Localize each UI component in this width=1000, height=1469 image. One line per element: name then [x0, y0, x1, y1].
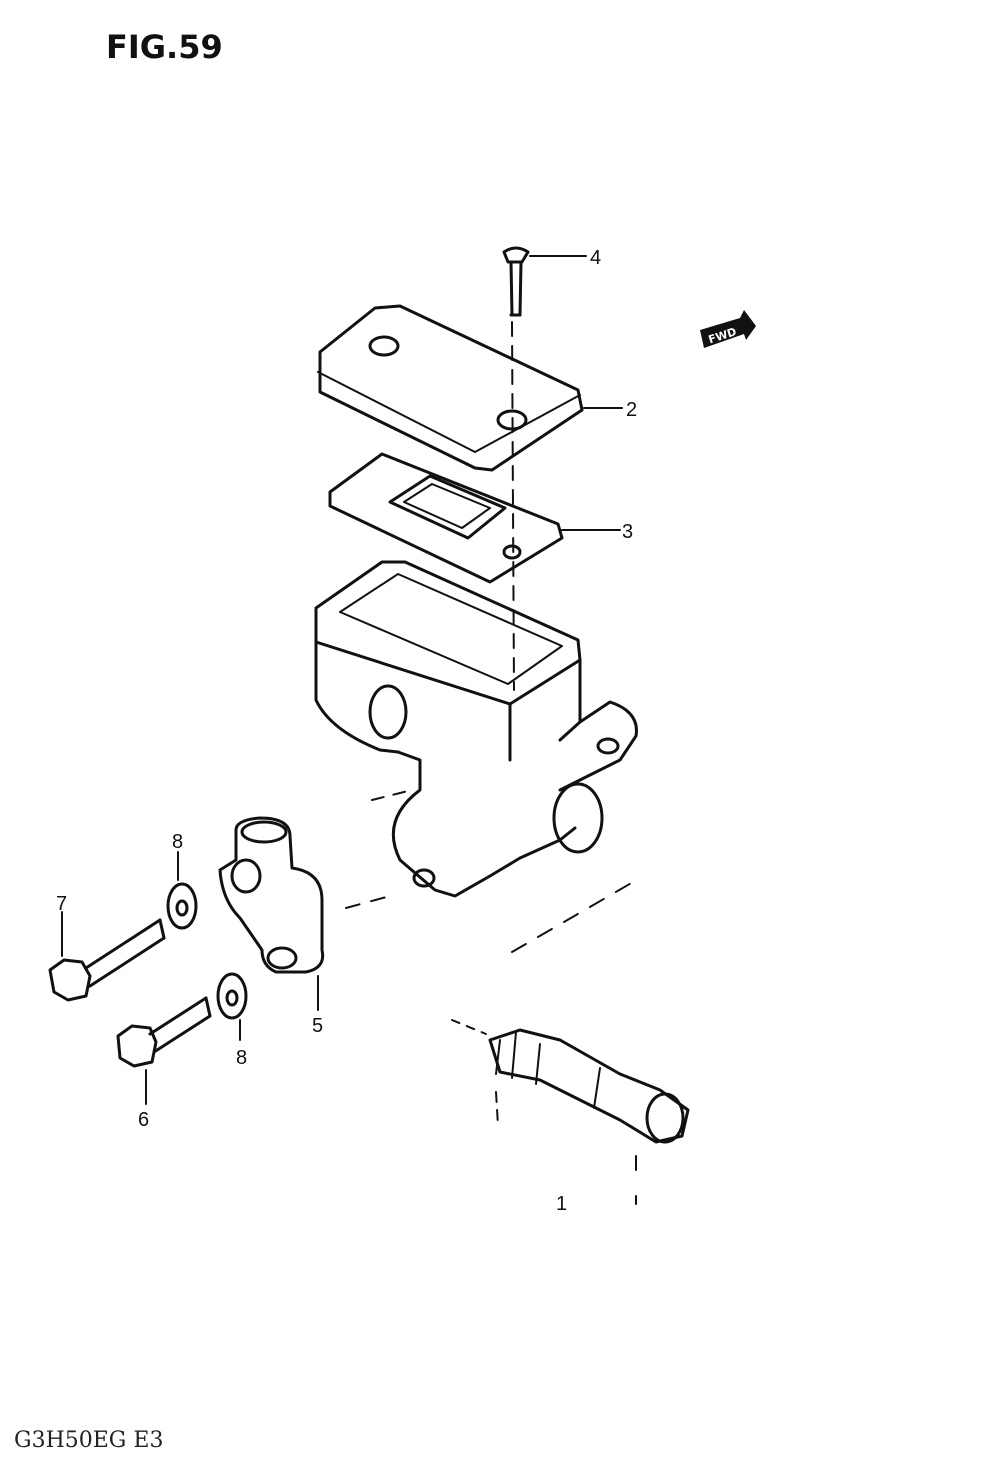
fwd-arrow-icon: FWD — [700, 310, 756, 348]
diagram-code: G3H50EG E3 — [14, 1428, 164, 1453]
master-cylinder-body — [314, 560, 638, 898]
callout-6: 6 — [138, 1109, 149, 1131]
callout-7: 7 — [56, 893, 67, 915]
diaphragm-part — [328, 452, 564, 584]
reservoir-cap-part — [317, 304, 584, 472]
callout-3: 3 — [622, 521, 633, 543]
lever-holder-part — [218, 816, 325, 974]
callout-5: 5 — [312, 1015, 323, 1037]
long-bolt-part — [48, 918, 166, 1002]
figure-title: FIG.59 — [106, 28, 223, 66]
washer-part-top — [166, 882, 198, 930]
washer-part-bottom — [216, 972, 248, 1020]
callout-4: 4 — [590, 247, 601, 269]
piston-assembly-part — [488, 1028, 690, 1144]
callout-8-top: 8 — [172, 831, 183, 853]
callout-8-bottom: 8 — [236, 1047, 247, 1069]
callout-2: 2 — [626, 399, 637, 421]
screw-part — [502, 246, 530, 317]
short-bolt-part — [116, 996, 212, 1068]
callout-1: 1 — [556, 1193, 567, 1215]
